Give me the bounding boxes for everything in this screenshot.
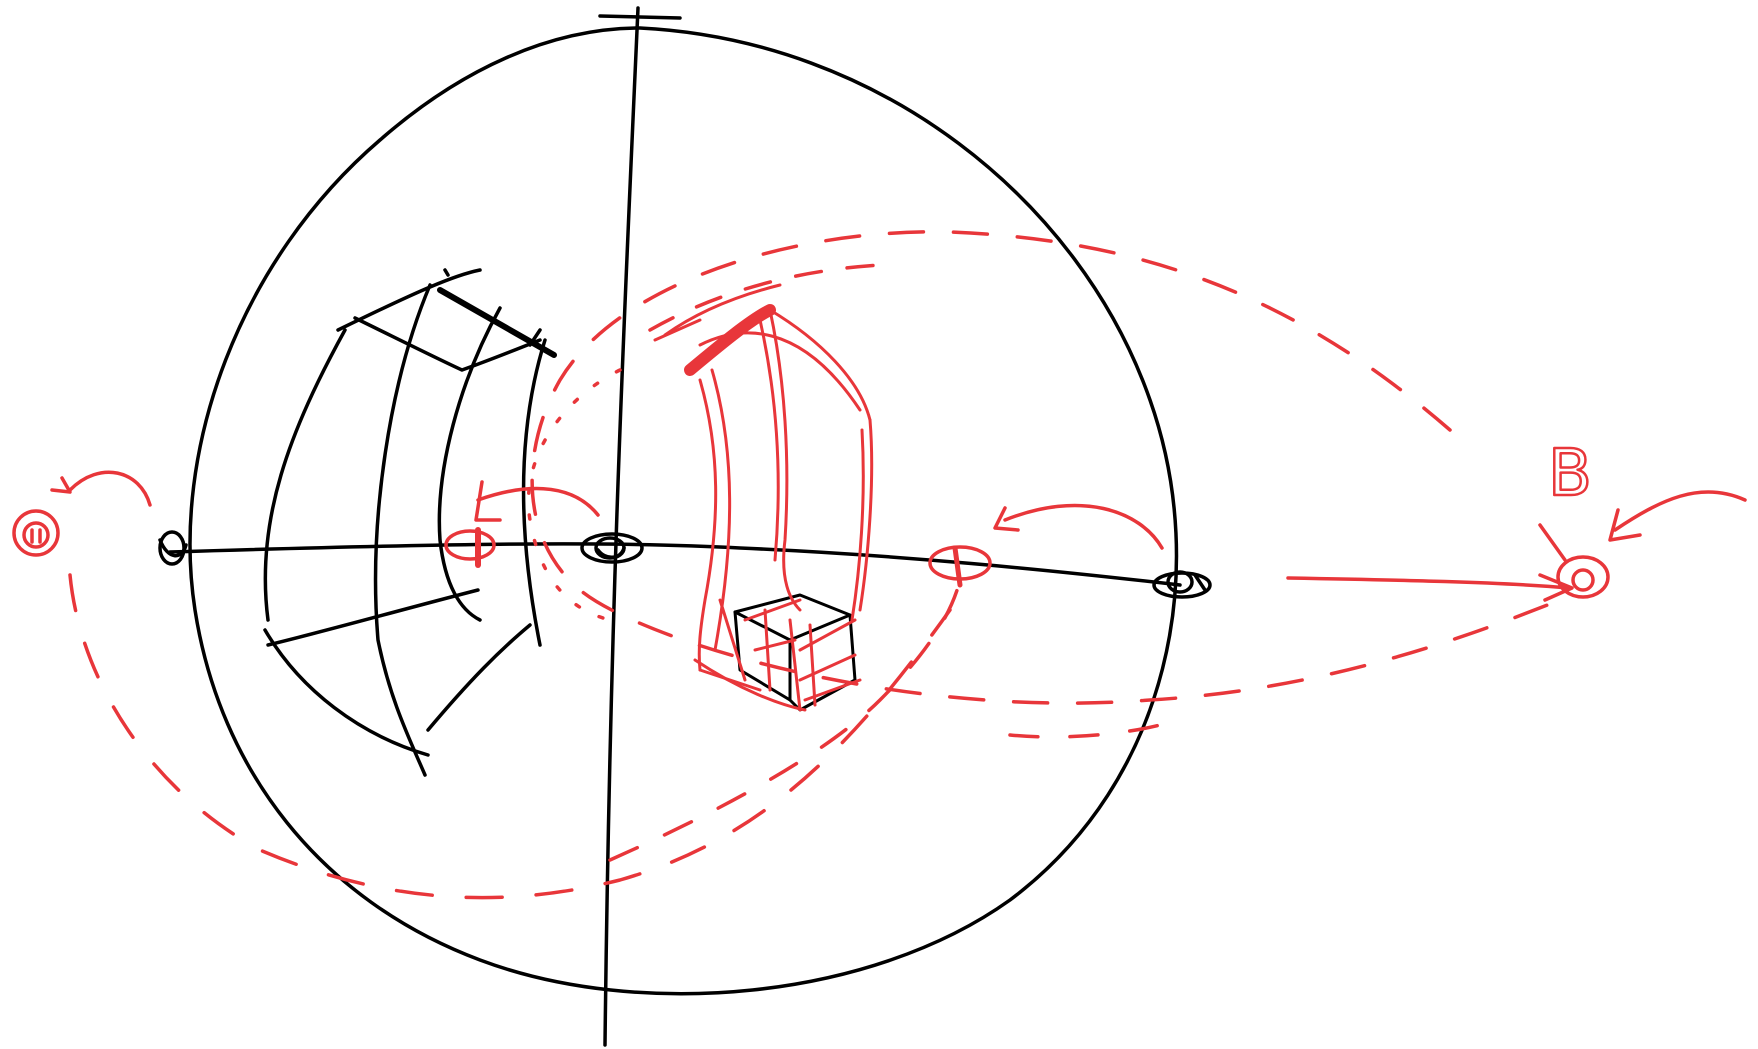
right-curved-arrow — [1005, 505, 1162, 548]
horizontal-axis-line — [170, 544, 1180, 585]
left-curved-arrow — [70, 472, 150, 505]
black-ink-layer — [160, 8, 1210, 1045]
left-arrowhead — [52, 478, 70, 492]
left-camera-marker — [446, 530, 494, 565]
straight-arrow-to-b — [1288, 578, 1570, 588]
point-b-label: B — [1548, 437, 1592, 511]
center-curved-arrow — [478, 489, 598, 515]
left-grid-patch — [265, 270, 554, 775]
point-b-curved-arrow — [1615, 492, 1745, 530]
dashed-orbit-path — [532, 232, 1560, 703]
dashed-inner-orbit — [610, 580, 960, 860]
dashed-outer-orbit — [70, 575, 950, 898]
sphere-top-tick — [600, 16, 680, 18]
red-ink-layer: B — [14, 232, 1745, 898]
center-arrowhead — [476, 482, 500, 520]
left-pole-marker — [160, 532, 186, 564]
dashed-arc-bottom — [1010, 725, 1160, 737]
far-left-camera-marker — [14, 511, 58, 555]
center-pole-marker — [582, 534, 642, 562]
vertical-axis-line — [605, 8, 638, 1045]
dashed-inner-arc — [650, 265, 880, 330]
red-arch-object — [655, 285, 872, 710]
